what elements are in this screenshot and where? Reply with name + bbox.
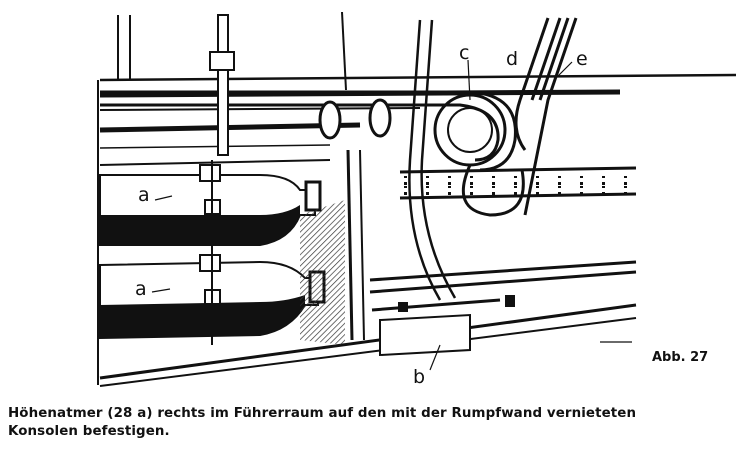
label-a-upper: a [138,184,150,206]
caption-line-2: Konsolen befestigen. [8,424,170,439]
regulator-box [371,295,515,357]
curved-frame [408,19,457,301]
caption-line-1: Höhenatmer (28 a) rechts im Führerraum a… [8,406,637,421]
rivet-rail [399,166,637,200]
label-c: c [459,42,470,64]
figure-caption: Höhenatmer (28 a) rechts im Führerraum a… [8,405,728,441]
oxygen-bottles [99,160,345,345]
label-b: b [413,366,426,388]
label-e: e [576,48,588,70]
technical-illustration [97,11,736,387]
hoses [514,17,578,216]
figure-number: Abb. 27 [652,350,709,365]
label-d: d [506,48,519,70]
label-a-lower: a [135,278,147,300]
pipes [100,90,525,217]
